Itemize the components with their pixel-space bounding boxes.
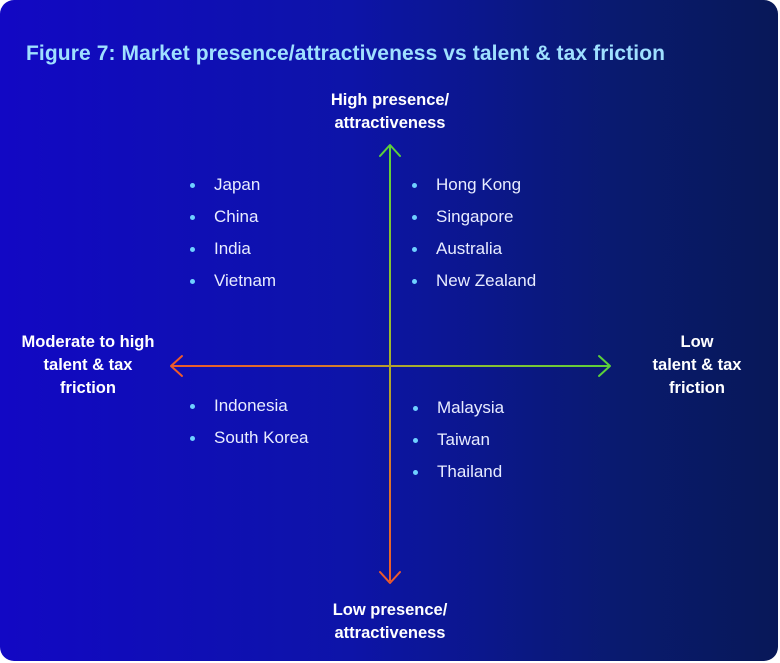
axis-label-left: Moderate to high talent & tax friction: [5, 331, 171, 400]
bullet-icon: [190, 183, 195, 188]
country-label: Singapore: [436, 207, 514, 226]
list-item: Japan: [190, 169, 276, 201]
list-item: India: [190, 233, 276, 265]
country-label: Indonesia: [214, 396, 288, 415]
country-label: Taiwan: [437, 430, 490, 449]
country-label: Thailand: [437, 462, 503, 481]
country-label: Vietnam: [214, 271, 277, 290]
axis-label-bottom: Low presence/ attractiveness: [290, 599, 490, 645]
arrow-up-icon: [379, 144, 401, 157]
axis-label-line: friction: [60, 379, 116, 397]
list-item: Australia: [412, 233, 536, 265]
bullet-icon: [413, 470, 418, 475]
country-label: Hong Kong: [436, 175, 522, 194]
arrow-right-icon: [598, 355, 611, 377]
quadrant-top-right: Hong Kong Singapore Australia New Zealan…: [412, 169, 536, 297]
vertical-axis-line: [389, 145, 391, 581]
bullet-icon: [412, 279, 417, 284]
country-label: China: [214, 207, 259, 226]
list-item: Thailand: [413, 456, 504, 488]
bullet-icon: [190, 436, 195, 441]
bullet-icon: [190, 215, 195, 220]
horizontal-axis-line: [172, 365, 610, 367]
bullet-icon: [412, 183, 417, 188]
axis-label-line: Moderate to high: [21, 333, 155, 351]
bullet-icon: [412, 215, 417, 220]
list-item: South Korea: [190, 422, 309, 454]
axis-label-line: friction: [669, 379, 725, 397]
list-item: Indonesia: [190, 390, 309, 422]
axis-label-line: Low: [680, 333, 714, 351]
axis-label-line: High presence/: [330, 91, 450, 109]
bullet-icon: [413, 406, 418, 411]
quadrant-bottom-right: Malaysia Taiwan Thailand: [413, 392, 504, 488]
axis-label-line: Low presence/: [332, 601, 448, 619]
quadrant-bottom-left: Indonesia South Korea: [190, 390, 309, 454]
arrow-down-icon: [379, 571, 401, 584]
list-item: China: [190, 201, 276, 233]
country-label: India: [214, 239, 251, 258]
list-item: New Zealand: [412, 265, 536, 297]
quadrant-top-left: Japan China India Vietnam: [190, 169, 276, 297]
bullet-icon: [190, 279, 195, 284]
bullet-icon: [412, 247, 417, 252]
country-label: Australia: [436, 239, 503, 258]
bullet-icon: [413, 438, 418, 443]
axis-label-line: attractiveness: [334, 624, 446, 642]
axis-label-right: Low talent & tax friction: [612, 331, 778, 400]
arrow-left-icon: [170, 355, 183, 377]
country-label: South Korea: [214, 428, 309, 447]
list-item: Taiwan: [413, 424, 504, 456]
list-item: Malaysia: [413, 392, 504, 424]
country-label: Malaysia: [437, 398, 505, 417]
figure-title: Figure 7: Market presence/attractiveness…: [26, 42, 666, 65]
country-label: Japan: [214, 175, 261, 194]
list-item: Vietnam: [190, 265, 276, 297]
bullet-icon: [190, 247, 195, 252]
axis-label-line: talent & tax: [652, 356, 742, 374]
list-item: Hong Kong: [412, 169, 536, 201]
bullet-icon: [190, 404, 195, 409]
country-label: New Zealand: [436, 271, 537, 290]
axis-label-top: High presence/ attractiveness: [290, 89, 490, 135]
axis-label-line: attractiveness: [334, 114, 446, 132]
axis-label-line: talent & tax: [43, 356, 133, 374]
list-item: Singapore: [412, 201, 536, 233]
